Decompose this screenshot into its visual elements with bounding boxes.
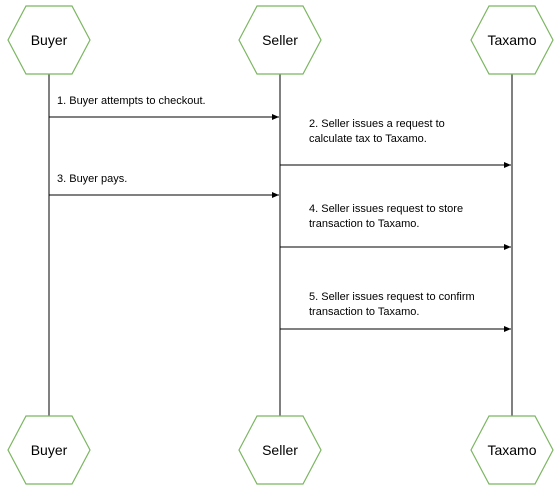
message-label: 5. Seller issues request to confirm	[309, 291, 475, 303]
message-label: calculate tax to Taxamo.	[309, 133, 427, 145]
message-label: 2. Seller issues a request to	[309, 118, 445, 130]
message-4: 4. Seller issues request to store transac…	[280, 203, 511, 250]
message-label: 4. Seller issues request to store	[309, 203, 463, 215]
hexagon-shape	[238, 415, 322, 485]
message-3: 3. Buyer pays.	[49, 173, 279, 198]
hexagon-shape	[238, 5, 322, 75]
message-label: transaction to Taxamo.	[309, 306, 419, 318]
hexagon-shape	[7, 415, 91, 485]
hexagon-shape	[7, 5, 91, 75]
actor-label: Seller	[262, 32, 298, 48]
actor-label: Taxamo	[487, 442, 536, 458]
actor-buyer-bottom: Buyer	[7, 415, 91, 485]
message-2: 2. Seller issues a request to calculate t…	[280, 118, 511, 168]
hexagon-shape	[470, 415, 554, 485]
message-1: 1. Buyer attempts to checkout.	[49, 95, 279, 120]
actor-taxamo-bottom: Taxamo	[470, 415, 554, 485]
actor-seller-bottom: Seller	[238, 415, 322, 485]
message-label: 3. Buyer pays.	[57, 173, 127, 185]
actor-label: Taxamo	[487, 32, 536, 48]
message-5: 5. Seller issues request to confirm trans…	[280, 291, 511, 332]
actor-buyer-top: Buyer	[7, 5, 91, 75]
actor-label: Buyer	[31, 442, 68, 458]
message-label: transaction to Taxamo.	[309, 218, 419, 230]
actor-label: Seller	[262, 442, 298, 458]
actor-label: Buyer	[31, 32, 68, 48]
actor-taxamo-top: Taxamo	[470, 5, 554, 75]
message-label: 1. Buyer attempts to checkout.	[57, 95, 206, 107]
actor-seller-top: Seller	[238, 5, 322, 75]
hexagon-shape	[470, 5, 554, 75]
